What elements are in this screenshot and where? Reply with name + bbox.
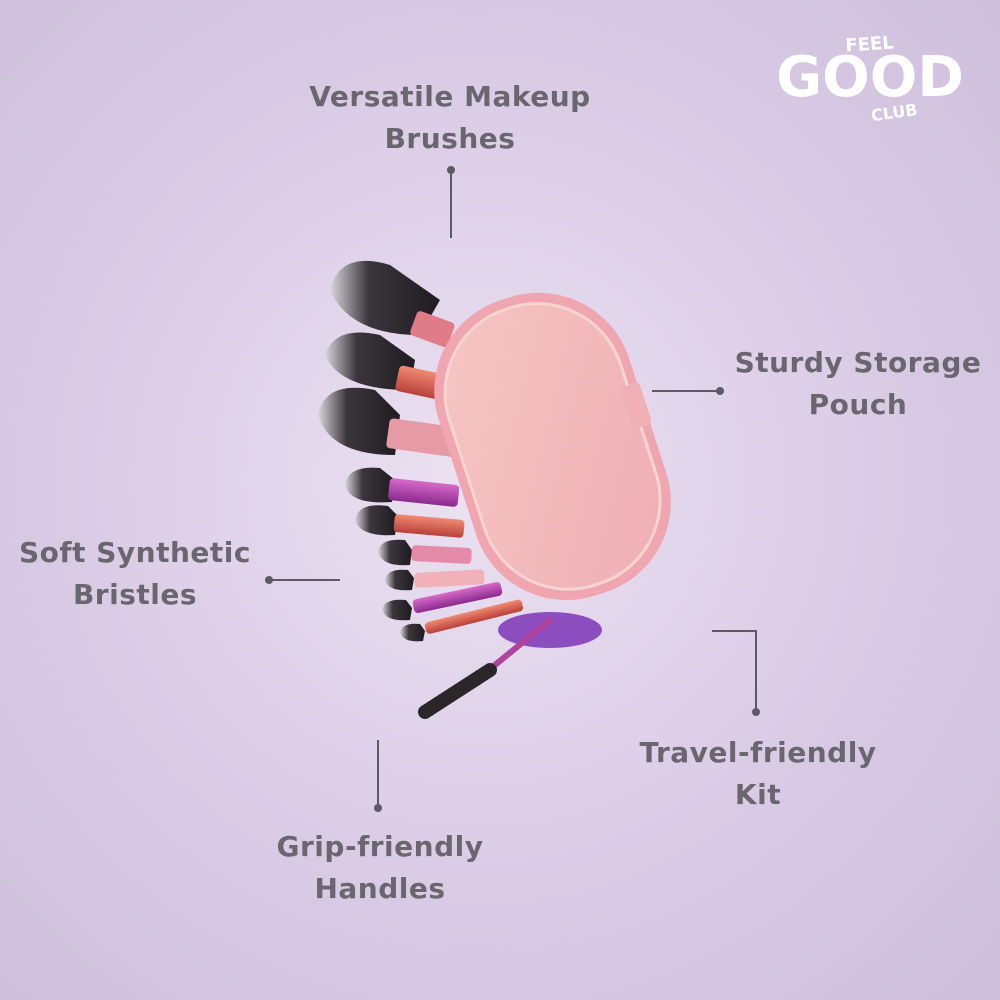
callout-kit-dot: [752, 708, 760, 716]
brush-5: [355, 505, 465, 538]
brush-9: [400, 599, 524, 642]
callout-kit-label: Travel-friendly Kit: [618, 732, 898, 816]
callout-pouch-line2: Pouch: [808, 388, 908, 421]
callout-handles-line1: Grip-friendly: [276, 830, 484, 863]
brush-7: [385, 569, 485, 591]
callout-brushes-line: [450, 170, 452, 238]
callout-pouch-line: [652, 390, 720, 392]
brush-set-photo: [318, 260, 671, 719]
spoolie-brush: [418, 617, 553, 719]
feel-good-club-logo: FEEL GOOD CLUB: [776, 32, 964, 125]
callout-bristles-line1: Soft Synthetic: [19, 536, 251, 569]
storage-pouch: [434, 292, 671, 601]
callout-brushes-line2: Brushes: [384, 122, 516, 155]
brush-3: [318, 387, 459, 457]
callout-kit-line2: Kit: [734, 778, 782, 811]
callout-kit-line-horizontal: [712, 630, 757, 632]
brush-8: [382, 582, 503, 621]
callout-kit-line1: Travel-friendly: [639, 736, 877, 769]
callout-pouch-dot: [716, 387, 724, 395]
logo-text-feel: FEEL: [845, 32, 895, 56]
callout-brushes-line1: Versatile Makeup: [309, 80, 591, 113]
callout-pouch-label: Sturdy Storage Pouch: [728, 342, 988, 426]
callout-handles-line: [377, 740, 379, 808]
callout-handles-dot: [374, 804, 382, 812]
brush-1: [330, 260, 455, 347]
brush-4: [345, 467, 460, 507]
callout-bristles-label: Soft Synthetic Bristles: [10, 532, 260, 616]
logo-text-good: GOOD: [776, 45, 964, 110]
callout-bristles-dot: [265, 576, 273, 584]
callout-kit-line-vertical: [755, 630, 757, 710]
callout-handles-line2: Handles: [314, 872, 446, 905]
callout-bristles-line2: Bristles: [72, 578, 198, 611]
callout-handles-label: Grip-friendly Handles: [250, 826, 510, 910]
callout-bristles-line: [270, 579, 340, 581]
brush-6: [378, 539, 472, 566]
callout-pouch-line1: Sturdy Storage: [734, 346, 982, 379]
callout-brushes-label: Versatile Makeup Brushes: [300, 76, 600, 160]
